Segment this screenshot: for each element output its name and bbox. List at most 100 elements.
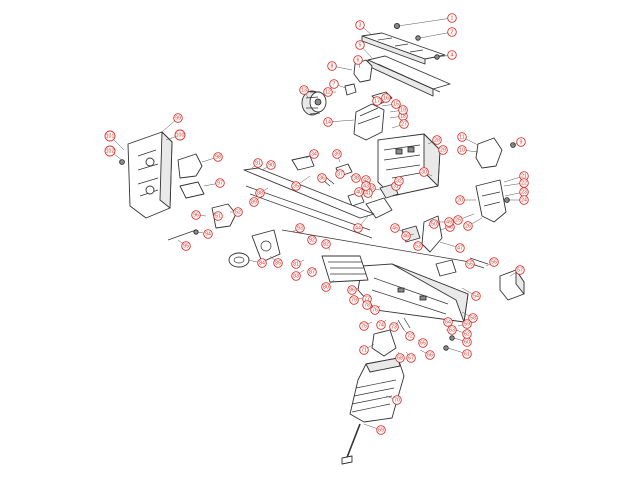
callout-72: 72: [403, 329, 415, 341]
callout-bubble: [447, 27, 457, 37]
callout-83: 83: [291, 269, 305, 281]
callout-28: 28: [427, 135, 442, 145]
screw-94: [193, 229, 199, 235]
callout-number: 59: [464, 321, 470, 327]
callout-bubble: [389, 322, 399, 332]
callout-11: 11: [457, 132, 479, 146]
stock-hinge: [177, 153, 203, 179]
callout-63: 63: [446, 325, 457, 335]
callout-22: 22: [503, 178, 529, 188]
callout-2: 2: [419, 27, 457, 39]
callout-100: 100: [165, 129, 186, 141]
callout-number: 12: [325, 89, 331, 95]
callout-number: 4: [451, 52, 454, 58]
callout-number: 13: [301, 87, 307, 93]
mag-catch-block: [499, 269, 525, 301]
callout-14: 14: [323, 117, 355, 127]
sight-block: [353, 59, 373, 83]
callout-number: 1: [451, 15, 454, 21]
callout-number: 33: [368, 185, 374, 191]
callout-19: 19: [389, 105, 408, 115]
callout-number: 15: [393, 101, 399, 107]
callout-number: 93: [297, 225, 303, 231]
callout-62: 62: [455, 329, 472, 339]
callout-93: 93: [291, 223, 305, 233]
callout-number: 90: [268, 162, 274, 168]
callout-bubble: [462, 329, 472, 339]
callout-leader: [397, 17, 453, 27]
callout-bubble: [249, 197, 259, 207]
callout-number: 41: [365, 190, 371, 196]
callout-number: 77: [364, 296, 370, 302]
callout-bubble: [359, 345, 369, 355]
callout-12: 12: [323, 87, 336, 97]
callout-bubble: [213, 211, 223, 221]
callout-90: 90: [261, 160, 276, 171]
callout-bubble: [406, 353, 416, 363]
callout-bubble: [321, 239, 331, 249]
trigger-guard: [371, 329, 397, 357]
callout-70: 70: [385, 395, 402, 405]
callout-7: 7: [329, 79, 347, 89]
callout-36: 36: [317, 173, 327, 183]
callout-number: 35: [293, 183, 299, 189]
latch-block: [211, 203, 237, 229]
callout-number: 85: [275, 260, 281, 266]
callout-number: 76: [372, 307, 378, 313]
callout-86: 86: [347, 285, 359, 295]
callout-number: 62: [464, 331, 470, 337]
callout-bubble: [463, 221, 473, 231]
callout-bubble: [191, 210, 201, 220]
callout-97: 97: [203, 178, 225, 188]
callout-layer: 1234567891011121314151617181920212223242…: [104, 13, 529, 435]
callout-bubble: [354, 187, 364, 197]
callout-82: 82: [321, 239, 331, 251]
callout-bubble: [376, 425, 386, 435]
callout-bubble: [309, 149, 319, 159]
callout-52: 52: [230, 207, 243, 217]
callout-80: 80: [321, 279, 335, 292]
callout-bubble: [355, 20, 365, 30]
callout-number: 88: [257, 190, 263, 196]
callout-number: 72: [407, 333, 413, 339]
callout-95: 95: [177, 239, 191, 251]
callout-number: 80: [323, 284, 329, 290]
callout-number: 79: [351, 297, 357, 303]
callout-bubble: [394, 176, 404, 186]
callout-35: 35: [291, 175, 311, 191]
callout-number: 84: [259, 260, 265, 266]
callout-bubble: [425, 350, 435, 360]
rotary-drum: [301, 90, 327, 116]
callout-number: 22: [521, 180, 527, 186]
callout-number: 17: [374, 98, 380, 104]
callout-number: 25: [455, 217, 461, 223]
callout-bubble: [266, 160, 276, 170]
callout-37: 37: [335, 169, 345, 179]
callout-102: 102: [104, 145, 123, 161]
sling-mount: [228, 229, 281, 268]
callout-84: 84: [247, 258, 267, 268]
callout-number: 71: [361, 347, 367, 353]
callout-bubble: [471, 291, 481, 301]
callout-bubble: [362, 300, 372, 310]
callout-bubble: [291, 271, 301, 281]
callout-number: 50: [431, 221, 437, 227]
callout-bubble: [413, 241, 423, 251]
callout-number: 78: [364, 302, 370, 308]
callout-16: 16: [379, 93, 391, 105]
callout-17: 17: [372, 96, 382, 106]
callout-bubble: [233, 207, 243, 217]
callout-10: 10: [457, 145, 479, 155]
callout-74: 74: [376, 319, 387, 330]
callout-bubble: [359, 321, 369, 331]
callout-number: 19: [400, 107, 406, 113]
callout-bubble: [468, 313, 478, 323]
callout-29: 29: [437, 145, 448, 155]
callout-number: 51: [215, 213, 221, 219]
callout-number: 56: [491, 259, 497, 265]
callout-85: 85: [269, 255, 283, 268]
callout-9: 9: [512, 137, 526, 147]
callout-number: 102: [106, 148, 115, 154]
callout-bubble: [257, 258, 267, 268]
